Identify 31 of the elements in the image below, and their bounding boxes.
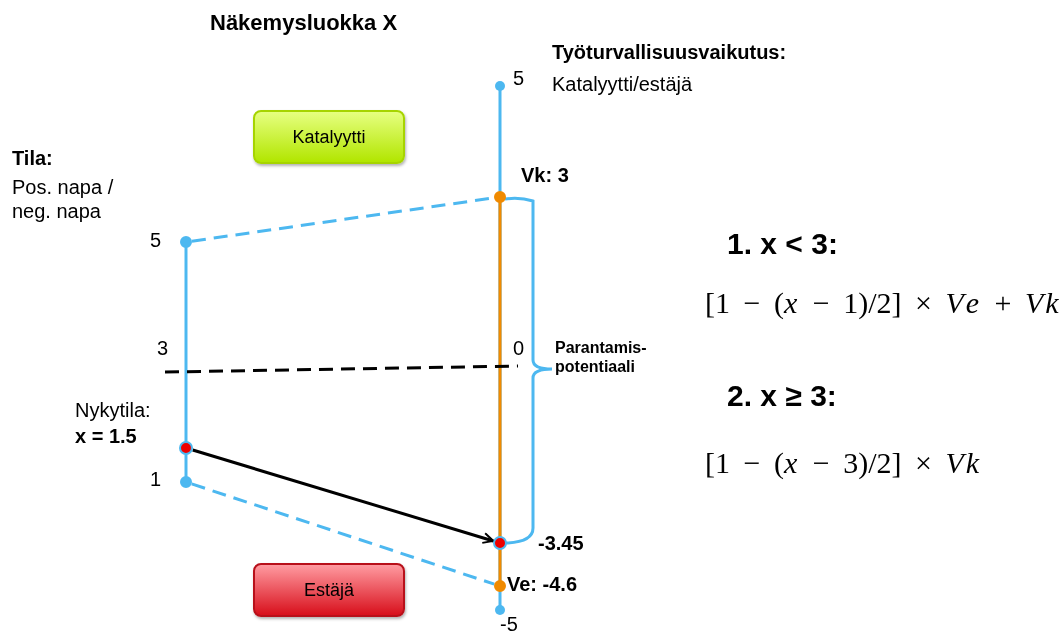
formula: [1 − (x − 3)/2] × Vk <box>705 445 981 481</box>
category-box: Estäjä <box>253 563 405 617</box>
scale-point <box>494 191 506 203</box>
case-heading: 2. x ≥ 3: <box>727 378 837 414</box>
formula: [1 − (x − 1)/2] × Ve + Vk <box>705 285 1060 321</box>
scale-point <box>180 476 192 488</box>
value-label: Nykytila: <box>75 398 151 422</box>
axis-caption: Pos. napa / neg. napa <box>12 175 115 223</box>
current-state-dot <box>179 441 193 455</box>
case-heading: 1. x < 3: <box>727 226 838 262</box>
value-label: x = 1.5 <box>75 424 137 448</box>
title: Näkemysluokka X <box>210 10 398 37</box>
scale-point <box>180 236 192 248</box>
value-label: Ve: -4.6 <box>507 572 578 596</box>
tick-label: 5 <box>513 66 525 90</box>
category-box: Katalyytti <box>253 110 405 164</box>
tick-label: 0 <box>513 336 525 360</box>
scale-point <box>494 580 506 592</box>
axis-caption: Katalyytti/estäjä <box>552 72 693 96</box>
tick-label: 5 <box>150 228 162 252</box>
tick-label: -5 <box>500 612 518 636</box>
brace-label: Parantamis- potentiaali <box>555 338 648 377</box>
value-label: Vk: 3 <box>521 163 569 187</box>
tick-label: 3 <box>157 336 169 360</box>
value-label: -3.45 <box>538 531 584 555</box>
arrow <box>192 448 495 544</box>
result-dot <box>493 536 507 550</box>
heading: Työturvallisuusvaikutus: <box>552 40 787 64</box>
tick-label: 1 <box>150 467 162 491</box>
mapping-line <box>191 482 495 586</box>
heading: Tila: <box>12 146 53 170</box>
